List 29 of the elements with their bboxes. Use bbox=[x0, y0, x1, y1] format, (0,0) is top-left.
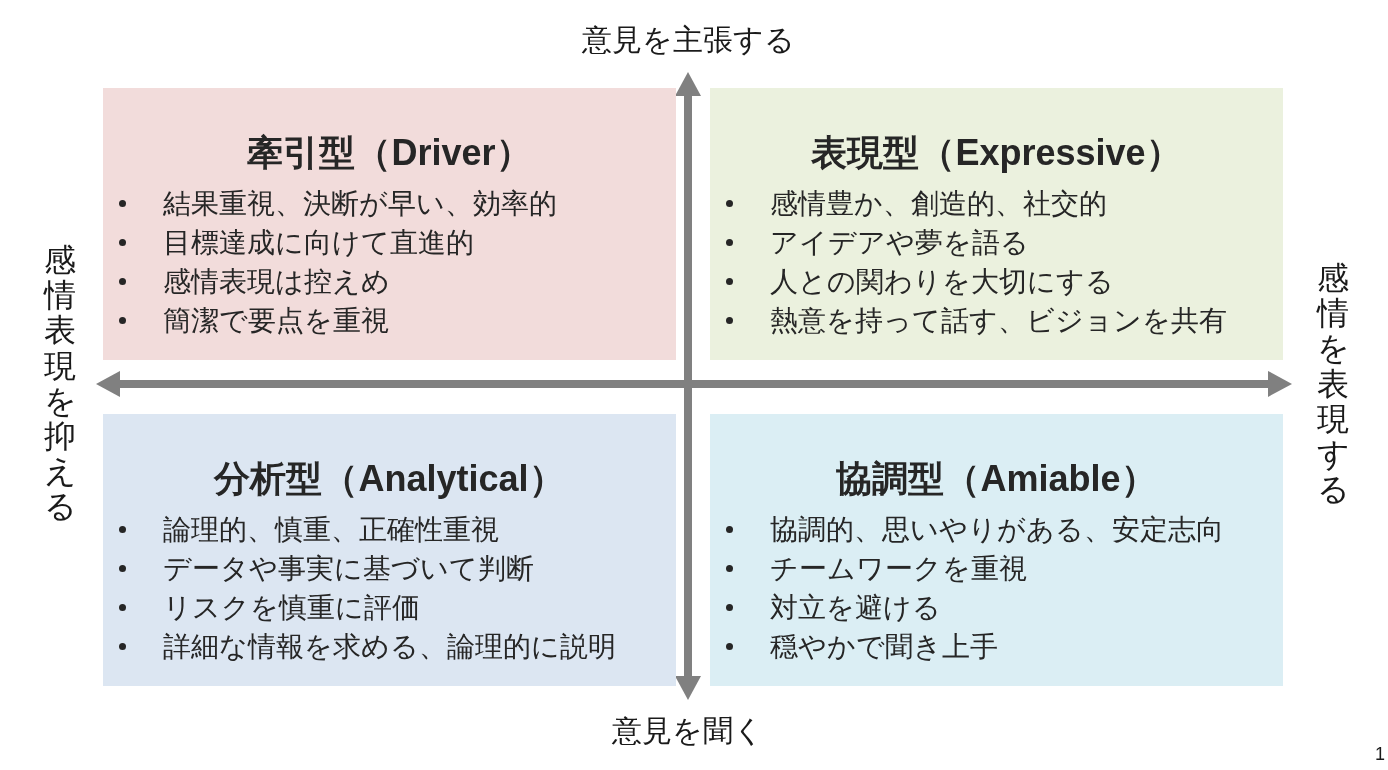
list-item-text: 結果重視、決断が早い、効率的 bbox=[163, 186, 557, 221]
quadrant-heading: 分析型（Analytical） bbox=[214, 457, 565, 500]
list-item-text: 協調的、思いやりがある、安定志向 bbox=[770, 512, 1224, 547]
axis-label: 意見を主張する bbox=[581, 22, 795, 58]
quadrant-box bbox=[710, 88, 1283, 360]
list-item-text: リスクを慎重に評価 bbox=[163, 590, 420, 625]
quadrant-heading: 協調型（Amiable） bbox=[836, 457, 1157, 500]
list-item-text: 穏やかで聞き上手 bbox=[770, 629, 998, 664]
list-item-text: 感情表現は控えめ bbox=[163, 264, 390, 299]
page-number: 1 bbox=[1375, 744, 1385, 766]
list-item-text: 簡潔で要点を重視 bbox=[163, 303, 389, 338]
list-item-text: チームワークを重視 bbox=[770, 551, 1027, 586]
list-item-text: データや事実に基づいて判断 bbox=[163, 551, 534, 586]
list-item-text: アイデアや夢を語る bbox=[770, 225, 1029, 260]
quadrant-heading: 牽引型（Driver） bbox=[247, 131, 532, 174]
axis-label: 感情表現を抑える bbox=[44, 243, 76, 525]
list-item-text: 論理的、慎重、正確性重視 bbox=[163, 512, 499, 547]
axis-label: 感情を表現する bbox=[1317, 261, 1349, 508]
quadrant-box bbox=[103, 88, 676, 360]
list-item-text: 詳細な情報を求める、論理的に説明 bbox=[163, 629, 616, 664]
list-item-text: 感情豊か、創造的、社交的 bbox=[770, 186, 1107, 221]
quadrant-box bbox=[103, 414, 676, 686]
list-item-text: 対立を避ける bbox=[770, 590, 941, 625]
quadrant-box bbox=[710, 414, 1283, 686]
axis-label: 意見を聞く bbox=[612, 713, 764, 749]
list-item-text: 人との関わりを大切にする bbox=[770, 264, 1114, 299]
list-item-text: 熱意を持って話す、ビジョンを共有 bbox=[770, 303, 1227, 338]
quadrant-heading: 表現型（Expressive） bbox=[811, 131, 1182, 174]
list-item-text: 目標達成に向けて直進的 bbox=[163, 225, 474, 260]
